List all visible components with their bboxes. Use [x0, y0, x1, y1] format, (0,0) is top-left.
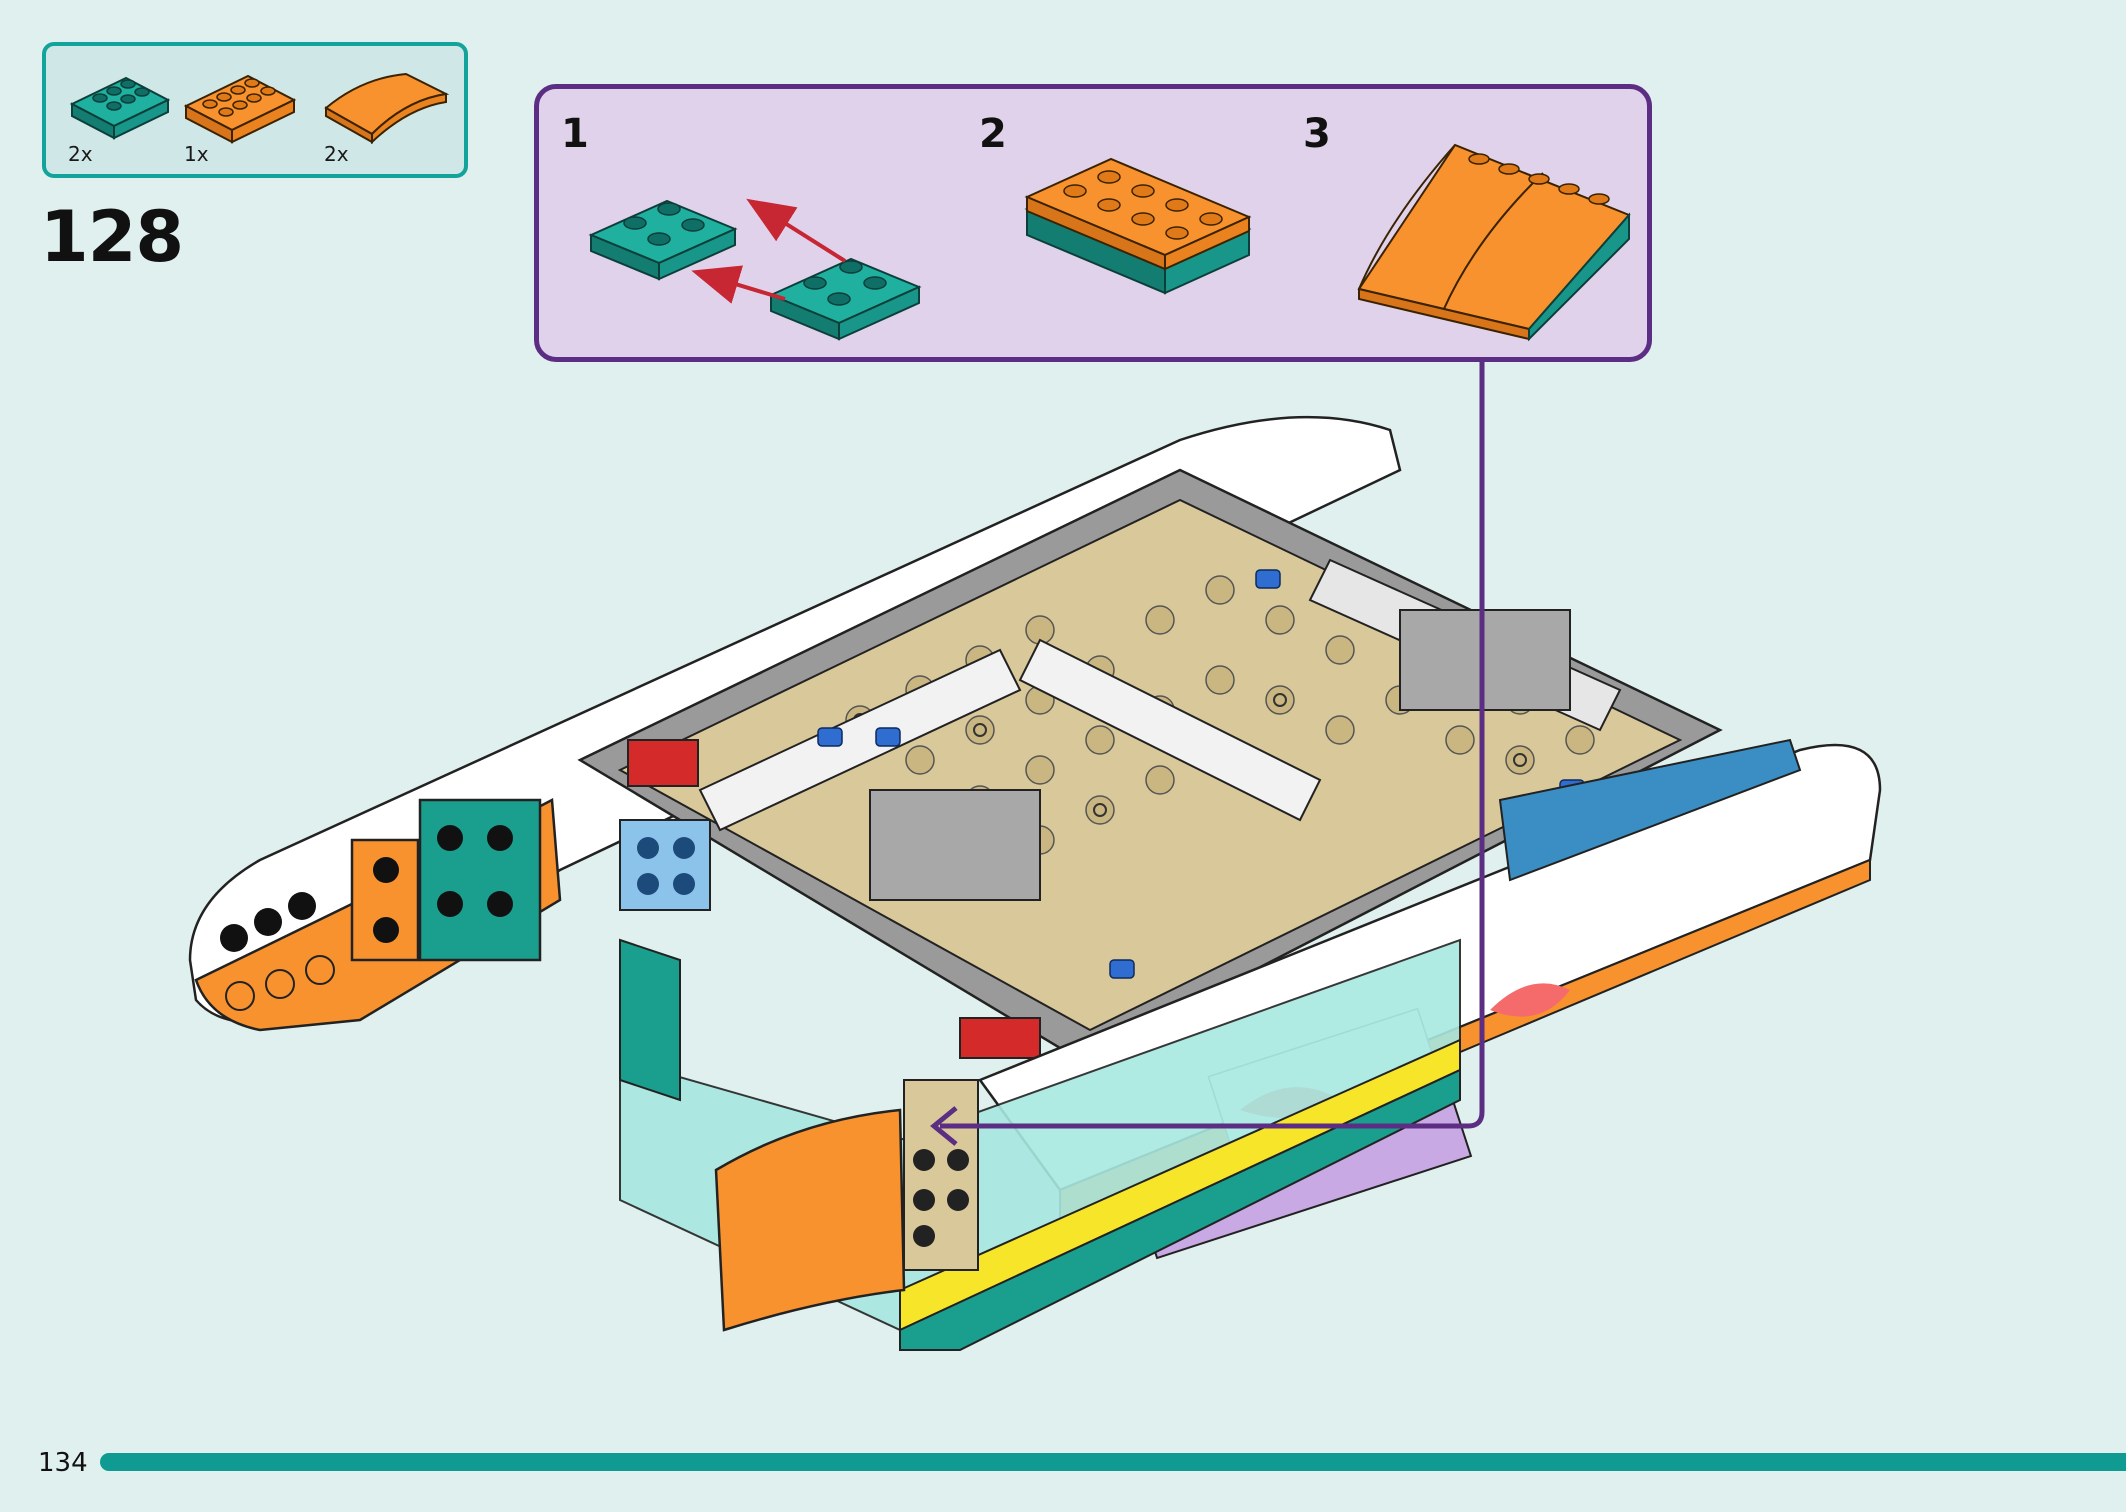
sub-step-2-number: 2 — [979, 111, 1007, 157]
sub-step-1-plate-right — [768, 257, 922, 341]
callout-leader-line — [940, 362, 1485, 1129]
main-model-illustration — [188, 362, 1882, 1351]
deck — [577, 468, 1723, 1062]
page-progress-bar — [100, 1453, 2126, 1471]
sub-assembly-callout: 1 2 3 — [534, 84, 1652, 362]
part-qty: 2x — [68, 142, 93, 166]
sub-step-3-assembly — [1357, 143, 1631, 342]
teal-plate-icon — [69, 76, 171, 140]
part-qty: 1x — [184, 142, 209, 166]
sub-step-1-plate-left — [588, 199, 738, 281]
sub-step-3-number: 3 — [1303, 111, 1331, 157]
parts-list-box: 2x 1x 2x — [42, 42, 468, 178]
part-qty: 2x — [324, 142, 349, 166]
assembly-arrow — [746, 198, 847, 263]
front-fender — [714, 1079, 979, 1332]
callout-arrow-icon — [930, 1106, 958, 1146]
step-number: 128 — [40, 196, 184, 278]
page-number: 134 — [38, 1448, 88, 1478]
assembly-arrow — [691, 265, 786, 304]
orange-plate-icon — [183, 74, 297, 144]
sub-step-2-assembly — [1024, 157, 1252, 295]
orange-slope-icon — [324, 72, 450, 144]
sub-step-1-number: 1 — [561, 111, 589, 157]
sub-step-illustrations — [588, 143, 1631, 342]
